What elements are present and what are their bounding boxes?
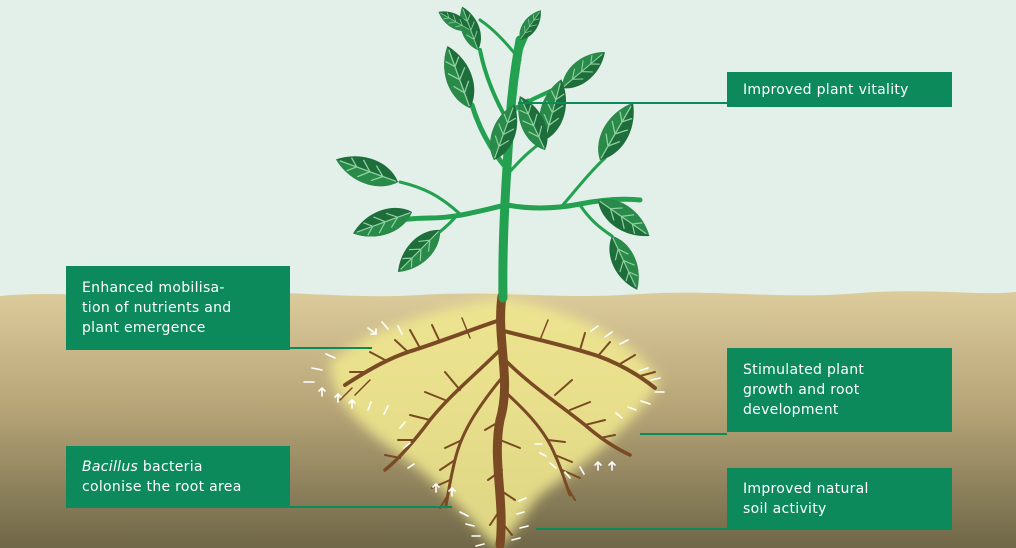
label-improved-plant-vitality: Improved plant vitality — [727, 72, 952, 107]
mobilisation-line-1: Enhanced mobilisa- — [82, 278, 274, 298]
stimulated-line-2: growth and root — [743, 380, 936, 400]
bacillus-line-2: colonise the root area — [82, 477, 274, 497]
label-enhanced-mobilisation: Enhanced mobilisa- tion of nutrients and… — [66, 266, 290, 350]
bacillus-line-1: Bacillus bacteria — [82, 457, 274, 477]
stimulated-line-1: Stimulated plant — [743, 360, 936, 380]
bacillus-italic: Bacillus — [82, 459, 138, 475]
label-bacillus-bacteria: Bacillus bacteria colonise the root area — [66, 446, 290, 508]
soil-line-1: Improved natural — [743, 479, 936, 499]
mobilisation-line-2: tion of nutrients and — [82, 298, 274, 318]
mobilisation-line-3: plant emergence — [82, 318, 274, 338]
vitality-text: Improved plant vitality — [743, 80, 936, 100]
soil-line-2: soil activity — [743, 499, 936, 519]
stimulated-line-3: development — [743, 400, 936, 420]
label-stimulated-growth: Stimulated plant growth and root develop… — [727, 348, 952, 432]
bacillus-line-1-rest: bacteria — [138, 459, 203, 475]
label-improved-soil-activity: Improved natural soil activity — [727, 468, 952, 530]
